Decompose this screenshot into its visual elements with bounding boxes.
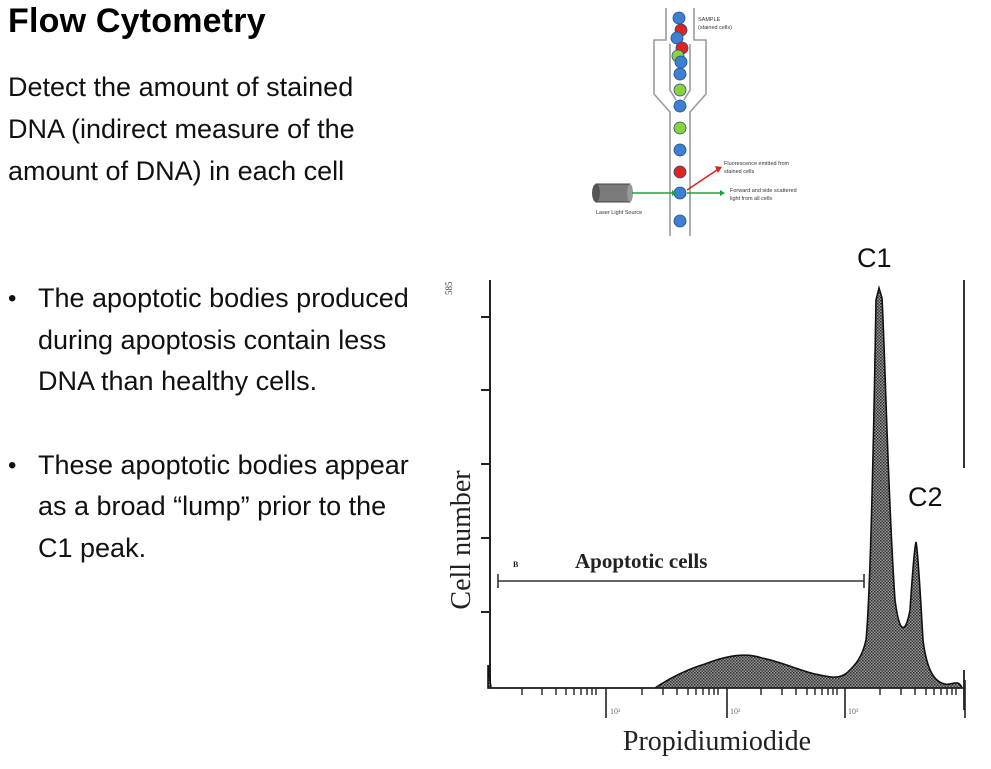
bullet-text: The apoptotic bodies produced during apo… <box>38 283 409 396</box>
slide-title: Flow Cytometry <box>8 2 266 40</box>
fluorescence-label: Fluorescence emitted from <box>724 161 790 167</box>
x-axis <box>488 680 966 718</box>
apoptotic-region-marker <box>497 574 865 588</box>
flow-channel <box>653 8 707 236</box>
y-axis-label: Cell number <box>446 470 477 610</box>
fluorescence-label-sub: stained cells <box>724 169 755 175</box>
bullet-dot-icon: • <box>8 451 17 479</box>
x-decade-label: 10² <box>730 707 741 716</box>
y-top-tick: 585 <box>444 281 454 295</box>
histogram-curve <box>487 284 964 689</box>
flow-cytometer-diagram: SAMPLE (stained cells) Fluorescence emit… <box>592 8 797 236</box>
x-decade-label: 10¹ <box>610 707 621 716</box>
peak-label-c1: C1 <box>857 243 892 273</box>
cells <box>670 11 689 228</box>
peak-label-c2: C2 <box>908 482 943 512</box>
bullet-list: • The apoptotic bodies produced during a… <box>8 278 418 611</box>
region-marker-label: B <box>513 560 519 569</box>
sample-label-sub: (stained cells) <box>698 25 732 31</box>
scatter-label-sub: light from all cells <box>730 196 772 202</box>
x-decade-label: 10³ <box>848 707 859 716</box>
sample-label: SAMPLE <box>698 17 721 23</box>
apoptotic-region-label: Apoptotic cells <box>575 549 707 573</box>
intro-text: Detect the amount of stained DNA (indire… <box>8 72 355 186</box>
x-minor-ticks <box>521 688 957 695</box>
bullet-item: • The apoptotic bodies produced during a… <box>8 278 418 403</box>
scatter-label: Forward and side scattered <box>730 188 797 194</box>
bullet-item: • These apoptotic bodies appear as a bro… <box>8 445 418 570</box>
fluorescence-arrow <box>686 169 718 191</box>
bullet-dot-icon: • <box>8 285 17 312</box>
dna-histogram: 585 Cell number 10¹ 10² 10³ Propidiumiod… <box>444 243 966 757</box>
laser-label: Laser Light Source <box>596 210 642 216</box>
bullet-text: These apoptotic bodies appear as a broad… <box>38 449 409 563</box>
laser-source-icon <box>592 183 633 203</box>
x-axis-label: Propidiumiodide <box>623 726 811 757</box>
y-axis <box>481 280 491 688</box>
